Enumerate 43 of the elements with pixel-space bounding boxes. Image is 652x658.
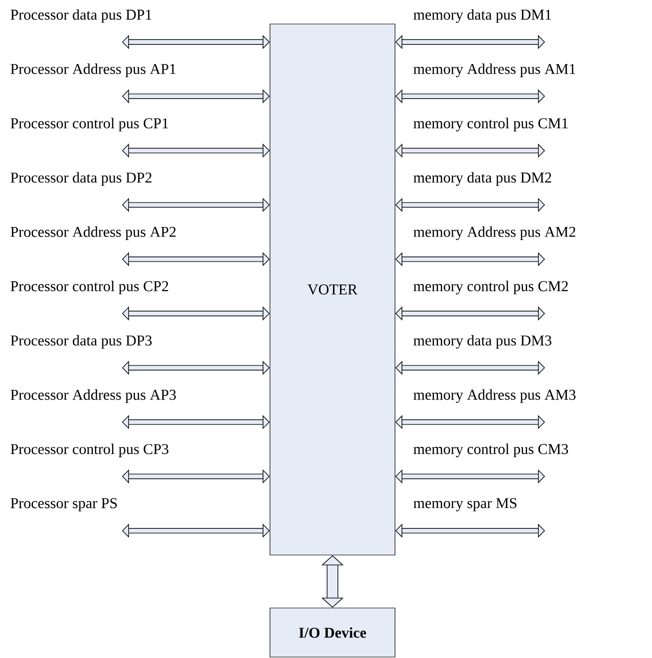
- double-arrow: [395, 198, 545, 212]
- bus-label: memory control pus CM2: [414, 280, 568, 294]
- double-arrow: [122, 198, 270, 212]
- bus-label: Processor control pus CP3: [10, 444, 168, 458]
- double-arrow: [395, 144, 545, 158]
- double-arrow: [122, 469, 270, 484]
- bus-label: memory Address pus AM3: [414, 389, 576, 403]
- bus-label: memory data pus DM3: [414, 335, 552, 349]
- bus-label: Processor control pus CP1: [10, 118, 168, 132]
- double-arrow: [122, 144, 270, 158]
- double-arrow: [321, 555, 344, 608]
- bus-label: Processor data pus DP3: [10, 335, 152, 349]
- double-arrow: [122, 306, 270, 321]
- bus-label: Processor spar PS: [10, 498, 117, 512]
- double-arrow: [122, 415, 270, 430]
- double-arrow: [395, 360, 545, 375]
- bus-label: memory spar MS: [414, 498, 516, 512]
- double-arrow: [395, 415, 545, 430]
- bus-label: memory control pus CM1: [414, 118, 568, 132]
- double-arrow: [122, 34, 270, 50]
- bus-label: Processor Address pus AP2: [10, 226, 176, 240]
- bus-label: memory Address pus AM2: [414, 226, 576, 240]
- bus-label: Processor Address pus AP1: [10, 64, 176, 78]
- double-arrow: [122, 360, 270, 375]
- bus-label: memory control pus CM3: [414, 444, 568, 458]
- bus-label: memory data pus DM2: [414, 172, 552, 186]
- bus-label: Processor data pus DP2: [10, 172, 152, 186]
- bus-label: Processor control pus CP2: [10, 280, 168, 294]
- double-arrow: [395, 252, 545, 266]
- double-arrow: [395, 524, 545, 538]
- bus-label: Processor data pus DP1: [10, 9, 152, 23]
- double-arrow: [395, 89, 545, 104]
- double-arrow: [395, 469, 545, 484]
- device-box: I/O Device: [270, 608, 396, 658]
- double-arrow: [122, 89, 270, 104]
- voter-box: VOTER: [270, 24, 396, 556]
- bus-label: Processor Address pus AP3: [10, 389, 176, 403]
- bus-label: memory Address pus AM1: [414, 64, 576, 78]
- bus-label: memory data pus DM1: [414, 9, 552, 23]
- double-arrow: [395, 34, 545, 50]
- double-arrow: [122, 252, 270, 266]
- double-arrow: [395, 306, 545, 321]
- double-arrow: [122, 524, 270, 538]
